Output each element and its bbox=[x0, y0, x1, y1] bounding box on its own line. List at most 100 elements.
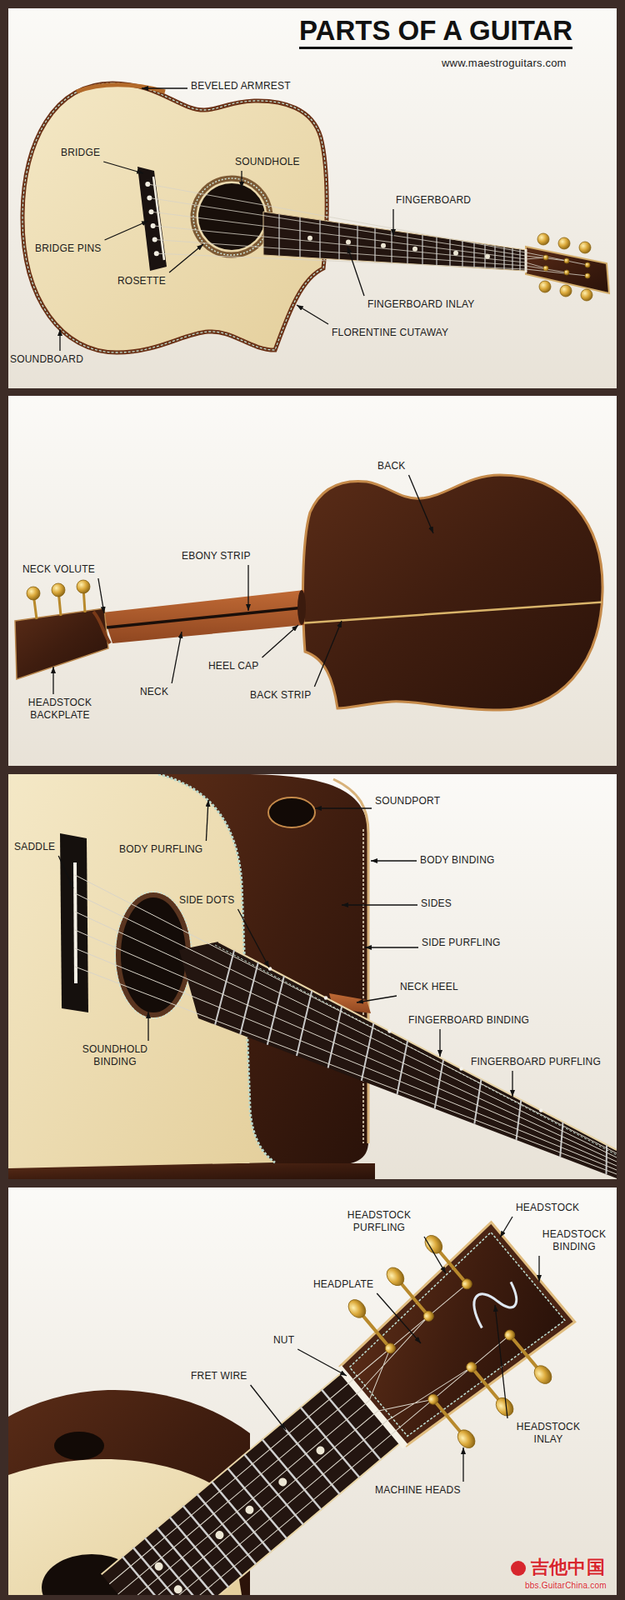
part-label: FLORENTINE CUTAWAY bbox=[331, 326, 449, 340]
neck-and-headstock bbox=[70, 1199, 595, 1595]
leader-arrow bbox=[247, 565, 249, 611]
tuner-post bbox=[421, 1309, 436, 1324]
leader-arrow bbox=[356, 995, 397, 1003]
inlay-dot bbox=[307, 235, 313, 241]
tuners bbox=[537, 233, 593, 301]
leader-arrow bbox=[98, 578, 105, 614]
leader-arrow bbox=[240, 170, 242, 189]
bridge bbox=[137, 166, 167, 271]
tuner-button bbox=[579, 241, 591, 254]
leader-arrow bbox=[169, 244, 204, 273]
machine-heads bbox=[345, 1231, 555, 1451]
leader-arrow bbox=[171, 631, 182, 684]
leader-arrow bbox=[511, 1070, 513, 1097]
soundhole bbox=[198, 183, 265, 250]
part-label: FINGERBOARD PURFLING bbox=[470, 1055, 601, 1069]
leader-arrow bbox=[58, 855, 74, 889]
part-label: FINGERBOARD bbox=[395, 194, 471, 207]
soundhole-binding bbox=[115, 891, 192, 1019]
watermark: www.maestroguitars.com bbox=[441, 56, 567, 70]
inlay-dot bbox=[243, 1504, 255, 1516]
leader-arrow bbox=[347, 246, 365, 296]
leader-arrow bbox=[538, 1255, 540, 1282]
part-label: BODY BINDING bbox=[420, 854, 495, 867]
tuner-post bbox=[425, 1392, 440, 1407]
soundport bbox=[268, 797, 315, 828]
part-label: SIDE PURFLING bbox=[421, 936, 501, 950]
side-closeup bbox=[8, 774, 617, 1180]
leader-arrow bbox=[500, 1216, 513, 1238]
fret-wires bbox=[122, 1389, 381, 1595]
inlay-dot bbox=[380, 243, 386, 249]
tuner-post bbox=[564, 270, 570, 275]
part-label: MACHINE HEADS bbox=[375, 1484, 461, 1497]
leader-arrow bbox=[439, 1029, 440, 1057]
headstock bbox=[331, 1222, 575, 1456]
inlay-dot bbox=[453, 250, 459, 256]
side-purfling bbox=[362, 829, 365, 1144]
headstock-closeup bbox=[8, 1199, 595, 1595]
title: PARTS OF A GUITAR bbox=[299, 15, 573, 50]
leader-arrow bbox=[314, 620, 342, 687]
part-label: NUT bbox=[273, 1334, 295, 1347]
part-label: NECK HEEL bbox=[400, 980, 459, 994]
leader-arrow bbox=[341, 904, 418, 905]
inlay-dot bbox=[213, 1529, 225, 1541]
part-label: BEVELED ARMREST bbox=[190, 80, 291, 93]
tuner-post bbox=[464, 1360, 479, 1375]
tuner-button bbox=[51, 583, 65, 597]
soundport bbox=[54, 1431, 105, 1460]
part-label: SIDE DOTS bbox=[179, 894, 235, 907]
side-panel bbox=[8, 774, 617, 1180]
panel-ground bbox=[8, 774, 617, 1180]
tuner-button bbox=[580, 289, 593, 301]
tuner-button bbox=[454, 1426, 479, 1452]
headstock-inlay bbox=[464, 1273, 525, 1331]
part-label: HEEL CAP bbox=[208, 660, 260, 673]
headstock-back bbox=[15, 608, 109, 680]
leader-arrow bbox=[103, 161, 144, 174]
inlay-dot bbox=[345, 240, 351, 245]
back-strip bbox=[300, 601, 609, 624]
tuner-post bbox=[502, 1328, 517, 1343]
neck-volute bbox=[93, 611, 110, 644]
neck-binding bbox=[101, 1370, 404, 1595]
tuner-post bbox=[564, 258, 570, 264]
side-dot bbox=[459, 1066, 463, 1070]
inlay-dot bbox=[412, 246, 418, 252]
strings bbox=[109, 1284, 510, 1595]
tuner-post bbox=[460, 1276, 475, 1291]
leader-arrow bbox=[370, 860, 417, 861]
leader-arrow bbox=[147, 1011, 149, 1041]
bridge-pins bbox=[145, 181, 160, 256]
leader-arrow bbox=[105, 220, 149, 240]
leader-arrow bbox=[205, 800, 209, 841]
watermark: 吉他中国 bbox=[530, 1556, 605, 1579]
side-dot bbox=[539, 1108, 543, 1112]
fingerboard bbox=[263, 211, 526, 271]
side-dots bbox=[268, 966, 544, 1112]
part-label: HEADSTOCK INLAY bbox=[510, 1420, 586, 1446]
tuner-button bbox=[537, 233, 550, 245]
tuner-button bbox=[539, 280, 551, 293]
tuner-button bbox=[383, 1264, 408, 1290]
leader-arrow bbox=[392, 209, 394, 236]
part-label: BRIDGE bbox=[60, 146, 100, 160]
part-label: SOUNDBOARD bbox=[10, 353, 84, 366]
neck bbox=[102, 590, 305, 644]
part-label: BODY PURFLING bbox=[119, 843, 203, 856]
leader-arrow bbox=[59, 329, 60, 351]
inlays bbox=[153, 1433, 337, 1595]
part-label: HEADSTOCK PURFLING bbox=[337, 1209, 421, 1235]
part-label: SIDES bbox=[420, 897, 452, 910]
back-panel bbox=[8, 395, 617, 766]
saddle bbox=[153, 176, 165, 260]
leader-arrow bbox=[365, 946, 419, 948]
leader-arrow bbox=[408, 475, 434, 534]
part-label: SADDLE bbox=[14, 840, 55, 854]
part-label: NECK VOLUTE bbox=[22, 563, 95, 576]
part-label: FRET WIRE bbox=[190, 1370, 248, 1383]
